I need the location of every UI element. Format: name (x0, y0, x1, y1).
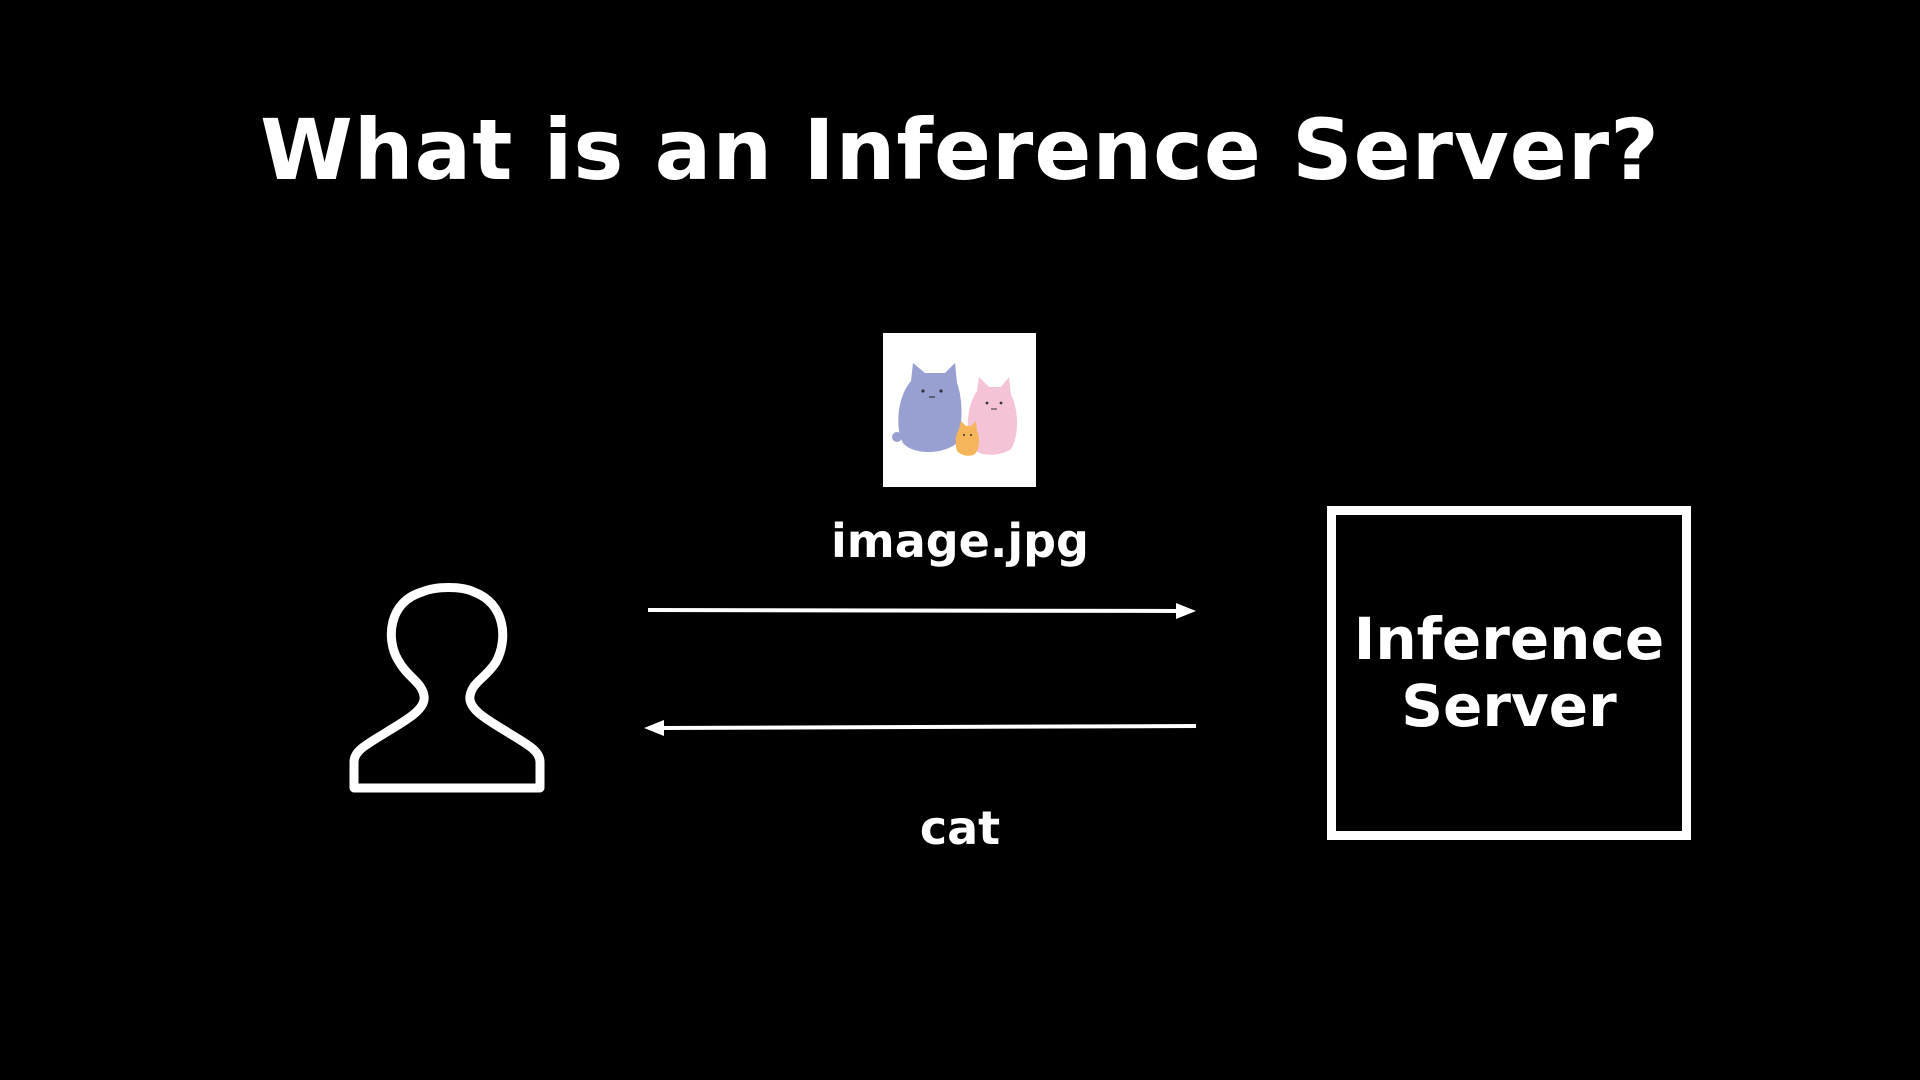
user-icon (349, 583, 545, 793)
slide-title: What is an Inference Server? (260, 101, 1660, 199)
server-label-line1: Inference (1353, 605, 1665, 674)
request-label: image.jpg (831, 514, 1089, 568)
server-label-line2: Server (1401, 672, 1617, 740)
cats-image-thumbnail (883, 333, 1036, 487)
response-arrow (644, 720, 1197, 736)
response-label: cat (919, 801, 1001, 855)
request-arrow (647, 603, 1196, 619)
inference-server-box: Inference Server (1327, 506, 1691, 840)
